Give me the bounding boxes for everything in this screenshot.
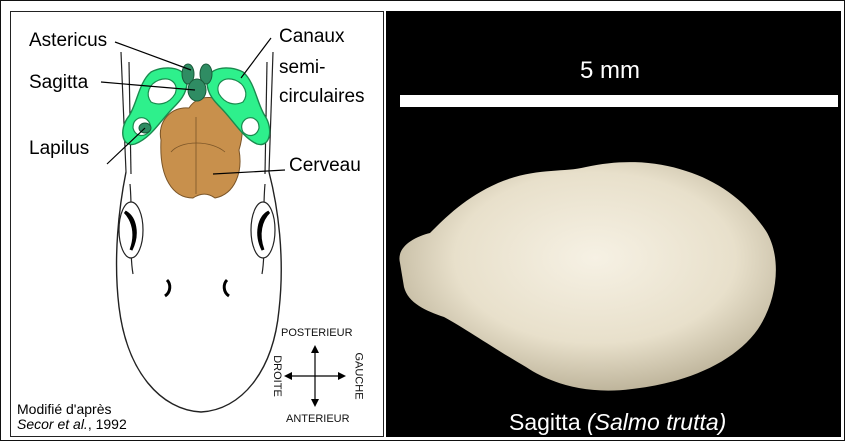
credit-year: , 1992 bbox=[88, 416, 127, 432]
label-circulaires: circulaires bbox=[279, 86, 365, 108]
caption-name: Sagitta bbox=[509, 409, 581, 435]
canal-right-loop-2 bbox=[242, 118, 259, 136]
arrow-up bbox=[311, 345, 319, 353]
scale-label: 5 mm bbox=[580, 57, 640, 85]
arrow-down bbox=[311, 399, 319, 407]
arrow-right bbox=[338, 372, 346, 380]
fish-head-diagram: Astericus Sagitta Lapilus Canaux semi- c… bbox=[10, 11, 384, 437]
label-gauche: GAUCHE bbox=[353, 352, 365, 399]
scale-bar bbox=[400, 95, 838, 107]
otolith-photo: 5 mm Sagitta (Salmo trutta) bbox=[386, 11, 841, 437]
left-nostril bbox=[165, 280, 170, 296]
label-cerveau: Cerveau bbox=[289, 155, 361, 177]
label-semi: semi- bbox=[279, 57, 325, 79]
label-sagitta: Sagitta bbox=[29, 72, 88, 94]
sagitta-otolith-photo bbox=[399, 162, 775, 391]
credit-line-2: Secor et al., 1992 bbox=[17, 417, 127, 432]
astericus-leader bbox=[115, 42, 191, 70]
body-line-left bbox=[121, 52, 126, 172]
label-astericus: Astericus bbox=[29, 30, 107, 52]
label-anterieur: ANTERIEUR bbox=[286, 413, 350, 425]
caption-species: (Salmo trutta) bbox=[587, 409, 726, 435]
right-nostril bbox=[224, 280, 229, 296]
credit-line-1: Modifié d'après bbox=[17, 402, 112, 417]
label-droite: DROITE bbox=[271, 355, 283, 397]
label-canaux: Canaux bbox=[279, 26, 345, 48]
label-lapilus: Lapilus bbox=[29, 138, 89, 160]
body-line-right bbox=[269, 52, 273, 172]
arrow-left bbox=[284, 372, 292, 380]
photo-caption: Sagitta (Salmo trutta) bbox=[509, 409, 726, 436]
label-posterieur: POSTERIEUR bbox=[281, 327, 353, 339]
credit-author: Secor et al. bbox=[17, 416, 88, 432]
